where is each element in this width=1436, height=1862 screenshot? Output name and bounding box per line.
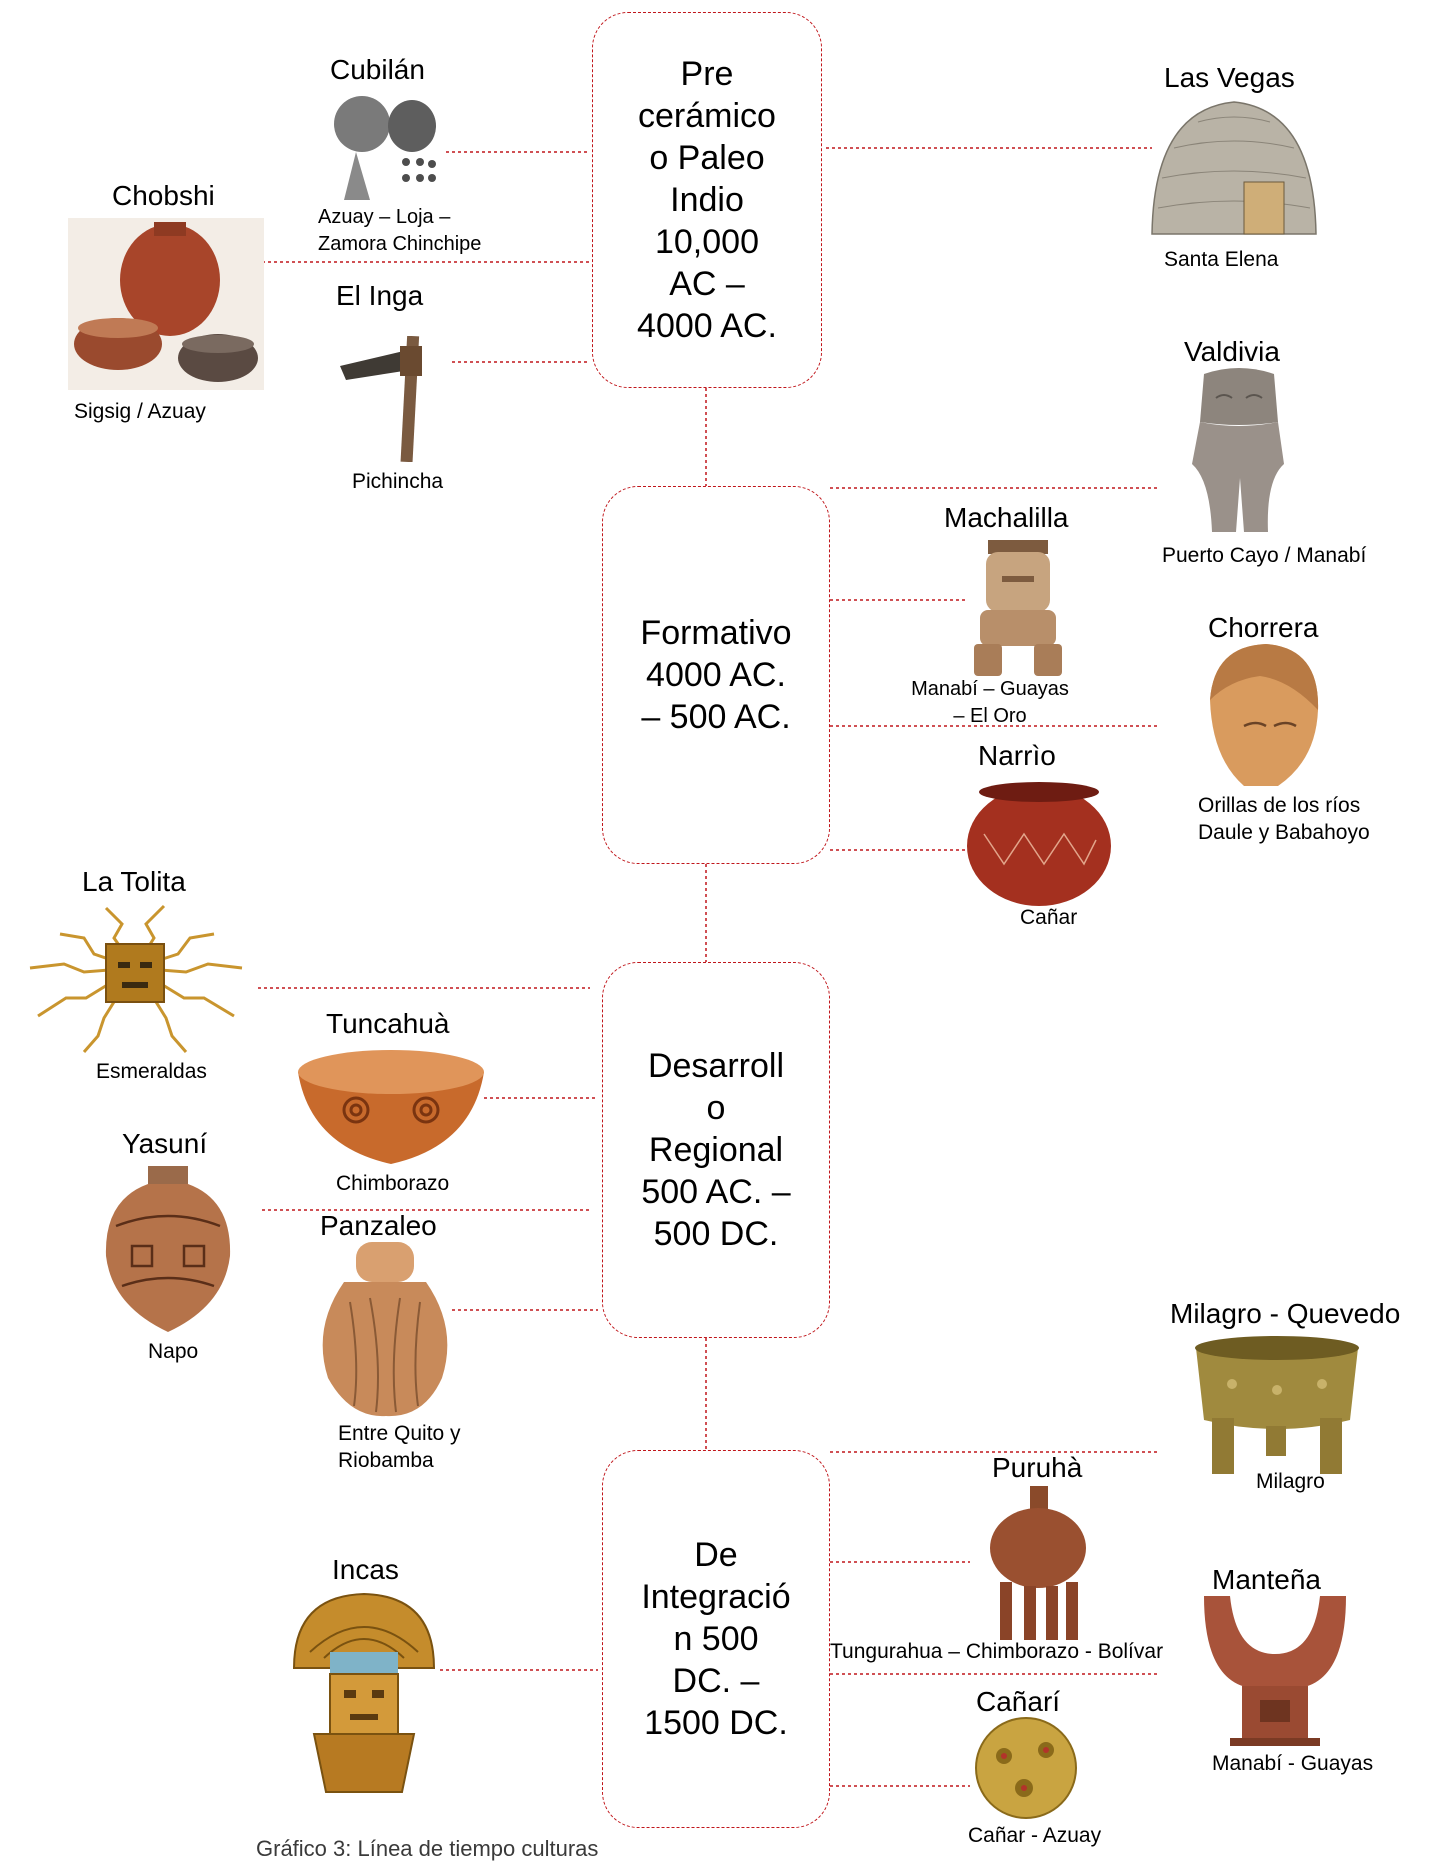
machalilla-figurine-image <box>974 540 1062 676</box>
culture-place-la-tolita: Esmeraldas <box>96 1060 207 1083</box>
culture-name-las-vegas: Las Vegas <box>1164 62 1295 93</box>
culture-name-puruha: Puruhà <box>992 1452 1083 1483</box>
culture-name-chobshi: Chobshi <box>112 180 215 211</box>
culture-place-las-vegas: Santa Elena <box>1164 248 1279 271</box>
culture-place-el-inga: Pichincha <box>352 470 444 493</box>
culture-name-narrio: Narrìo <box>978 740 1056 771</box>
las-vegas-hut-image <box>1151 101 1317 235</box>
tuncahuan-bowl-image <box>298 1050 484 1164</box>
culture-place-canari: Cañar - Azuay <box>968 1824 1102 1847</box>
panzaleo-vessel-image <box>322 1242 448 1417</box>
culture-place-yasuni: Napo <box>148 1340 199 1363</box>
culture-place-chorrera: Orillas de los ríos Daule y Babahoyo <box>1198 794 1370 844</box>
chobshi-pottery-image <box>68 218 264 390</box>
culture-place-chobshi: Sigsig / Azuay <box>74 400 206 423</box>
culture-place-cubilan: Azuay – Loja – Zamora Chinchipe <box>318 206 482 255</box>
period-box-precermico: Pre cerámico o Paleo Indio 10,000 AC – 4… <box>592 12 822 388</box>
culture-name-valdivia: Valdivia <box>1184 336 1280 367</box>
narrio-bowl-image <box>967 782 1111 906</box>
period-label: Formativo 4000 AC. – 500 AC. <box>640 614 792 736</box>
period-label: De Integració n 500 DC. – 1500 DC. <box>641 1536 791 1742</box>
culture-name-el-inga: El Inga <box>336 280 424 311</box>
chorrera-head-image <box>1210 644 1319 786</box>
valdivia-figurine-image <box>1192 368 1284 532</box>
la-tolita-gold-mask-image <box>29 904 243 1053</box>
period-box-formativo: Formativo 4000 AC. – 500 AC. <box>602 486 830 864</box>
culture-place-machalilla: Manabí – Guayas – El Oro <box>911 678 1069 727</box>
culture-name-incas: Incas <box>332 1554 399 1585</box>
stone-axe-image <box>340 336 422 462</box>
culture-name-milagro-quevedo: Milagro - Quevedo <box>1170 1298 1401 1329</box>
culture-name-canari: Cañarí <box>976 1686 1061 1717</box>
yasuni-urn-image <box>105 1166 231 1332</box>
stone-tools-image <box>334 96 436 200</box>
period-box-desarrollo-regional: Desarroll o Regional 500 AC. – 500 DC. <box>602 962 830 1338</box>
period-label: Pre cerámico o Paleo Indio 10,000 AC – 4… <box>637 55 777 345</box>
puruha-vessel-image <box>990 1486 1086 1640</box>
culture-name-panzaleo: Panzaleo <box>320 1210 437 1241</box>
culture-place-narrio: Cañar <box>1020 906 1078 929</box>
period-box-integracion: De Integració n 500 DC. – 1500 DC. <box>602 1450 830 1828</box>
culture-place-valdivia: Puerto Cayo / Manabí <box>1162 544 1367 567</box>
period-label: Desarroll o Regional 500 AC. – 500 DC. <box>641 1047 791 1253</box>
culture-place-panzaleo: Entre Quito y Riobamba <box>338 1422 461 1472</box>
milagro-tripod-image <box>1195 1336 1359 1474</box>
inca-tumi-image <box>292 1592 436 1793</box>
canari-gold-disc-image <box>975 1717 1077 1819</box>
culture-place-milagro: Milagro <box>1256 1470 1325 1493</box>
culture-name-mantena: Manteña <box>1212 1564 1321 1595</box>
figure-caption: Gráfico 3: Línea de tiempo culturas <box>256 1836 599 1861</box>
culture-name-chorrera: Chorrera <box>1208 612 1319 643</box>
culture-place-puruha: Tungurahua – Chimborazo - Bolívar <box>830 1640 1164 1663</box>
culture-name-cubilan: Cubilán <box>330 54 425 85</box>
culture-name-yasuni: Yasuní <box>122 1128 208 1159</box>
culture-place-mantena: Manabí - Guayas <box>1212 1752 1374 1775</box>
culture-place-tuncahuan: Chimborazo <box>336 1172 450 1195</box>
culture-name-machalilla: Machalilla <box>944 502 1069 533</box>
culture-name-la-tolita: La Tolita <box>82 866 186 897</box>
mantena-seat-image <box>1204 1596 1346 1746</box>
